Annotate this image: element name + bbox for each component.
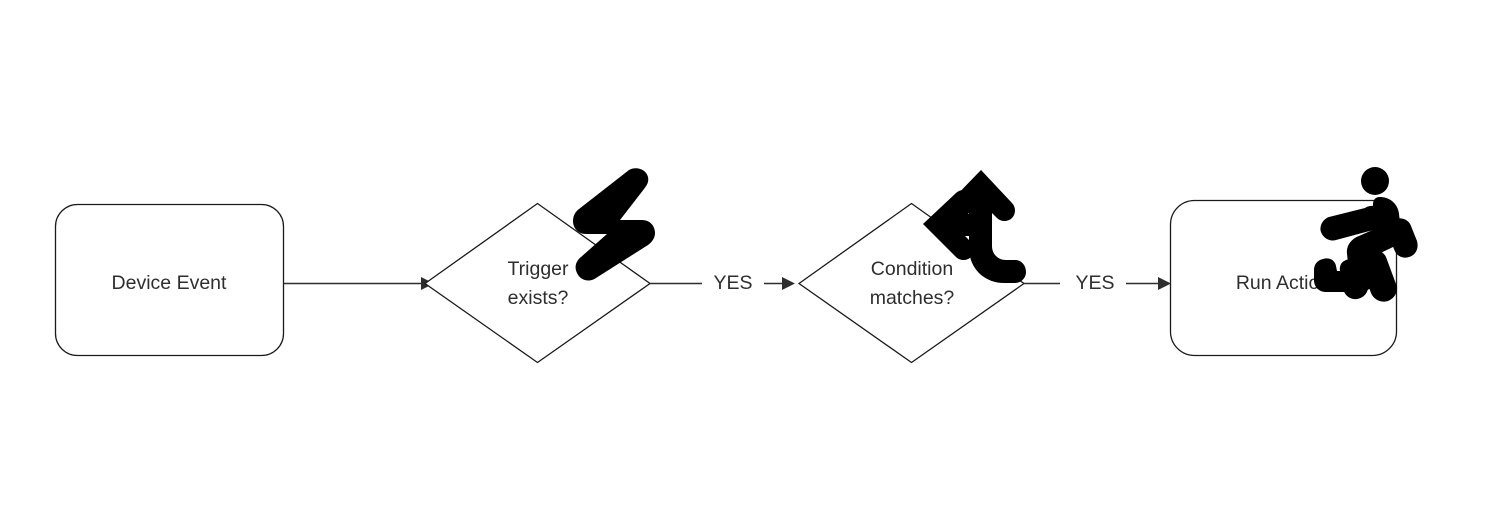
lightning-bolt-icon xyxy=(573,168,655,281)
node-device-event[interactable]: Device Event xyxy=(54,203,285,357)
trigger-exists-label-line2: exists? xyxy=(508,287,569,309)
edge-trigger-to-condition-label: YES xyxy=(713,272,752,294)
condition-matches-label-line1: Condition xyxy=(871,258,953,280)
branch-arrows-icon xyxy=(923,170,1026,283)
edge-trigger-to-condition[interactable]: YES xyxy=(650,272,795,294)
node-trigger-exists[interactable]: Trigger exists? xyxy=(423,202,652,364)
edge-trigger-to-condition-arrowhead xyxy=(782,277,795,290)
device-event-label: Device Event xyxy=(112,272,227,294)
node-run-action[interactable]: Run Action xyxy=(1169,199,1398,357)
running-person-icon xyxy=(1314,167,1418,302)
runner-head xyxy=(1361,167,1389,195)
edge-condition-to-action-arrowhead xyxy=(1158,277,1171,290)
condition-matches-label-line2: matches? xyxy=(870,287,955,309)
edge-condition-to-action-label: YES xyxy=(1075,272,1114,294)
device-event-shape[interactable] xyxy=(54,203,285,357)
trigger-exists-label-line1: Trigger xyxy=(507,258,569,280)
run-action-shape[interactable] xyxy=(1169,199,1398,357)
run-action-label: Run Action xyxy=(1236,272,1330,294)
edge-event-to-trigger[interactable] xyxy=(284,277,434,290)
edge-condition-to-action[interactable]: YES xyxy=(1024,272,1171,294)
